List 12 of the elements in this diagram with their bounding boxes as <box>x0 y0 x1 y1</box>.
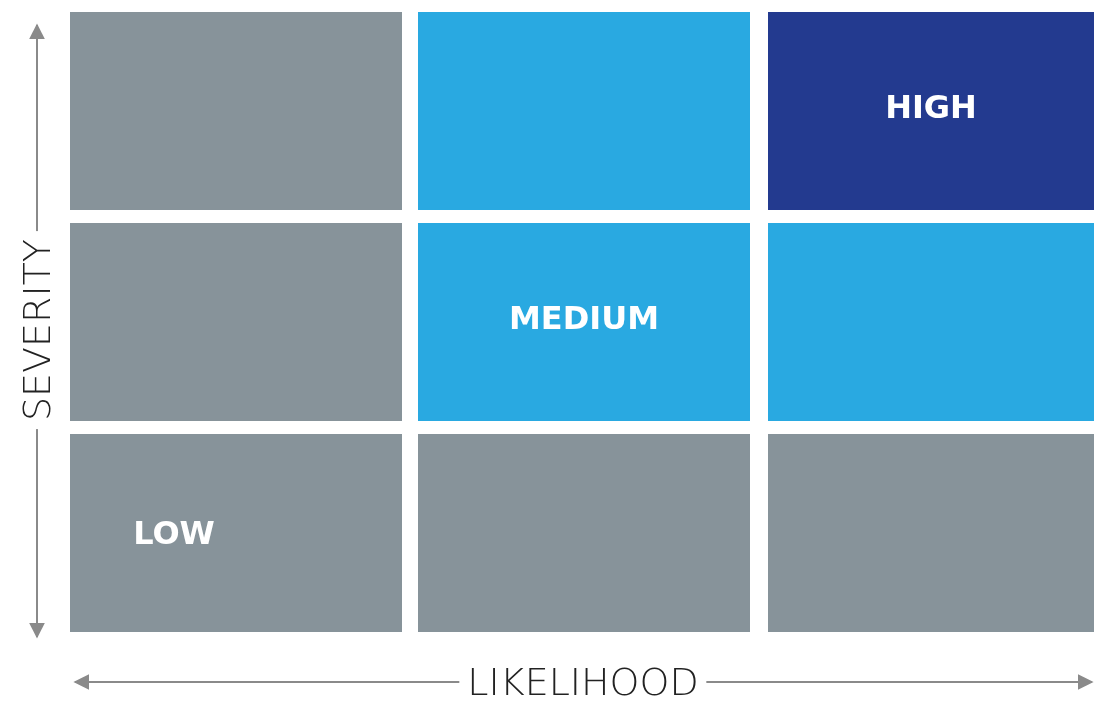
risk-cell <box>70 12 402 210</box>
risk-cell <box>70 223 402 421</box>
risk-level-label: LOW <box>133 514 215 552</box>
risk-level-label: MEDIUM <box>509 299 659 337</box>
risk-cell <box>768 223 1094 421</box>
risk-cell <box>418 434 750 632</box>
risk-cell <box>70 434 402 632</box>
risk-cell <box>418 12 750 210</box>
risk-level-label: HIGH <box>885 88 977 126</box>
risk-cell <box>768 434 1094 632</box>
risk-cell <box>418 223 750 421</box>
risk-cell <box>768 12 1094 210</box>
